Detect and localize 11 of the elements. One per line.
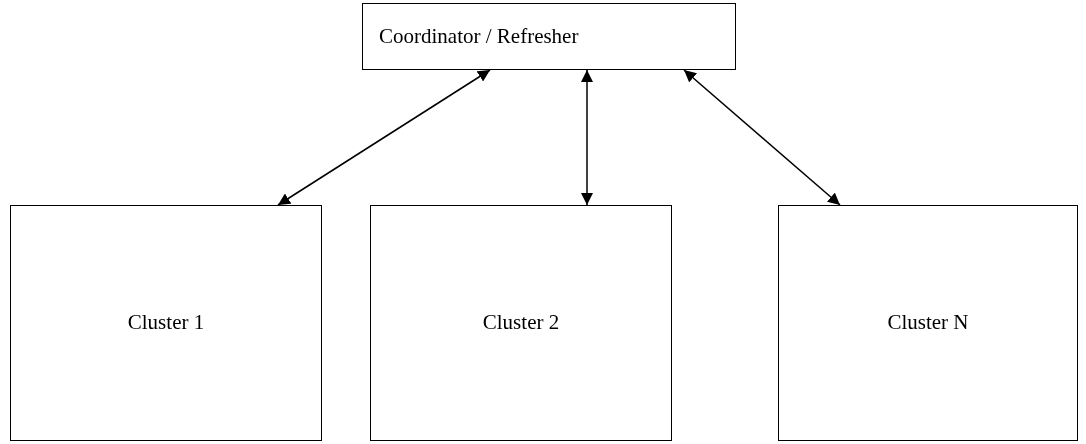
double-arrow — [581, 69, 593, 206]
cluster-box — [778, 205, 1078, 441]
double-arrow — [683, 69, 841, 206]
box-label: Cluster N — [887, 309, 969, 337]
cluster-box — [370, 205, 672, 441]
box-label: Cluster 1 — [127, 309, 205, 337]
coordinator-box — [362, 3, 736, 70]
box-label: Coordinator / Refresher — [379, 22, 579, 50]
double-arrow — [277, 69, 491, 206]
box-label: Cluster 2 — [482, 309, 560, 337]
cluster-box — [10, 205, 322, 441]
